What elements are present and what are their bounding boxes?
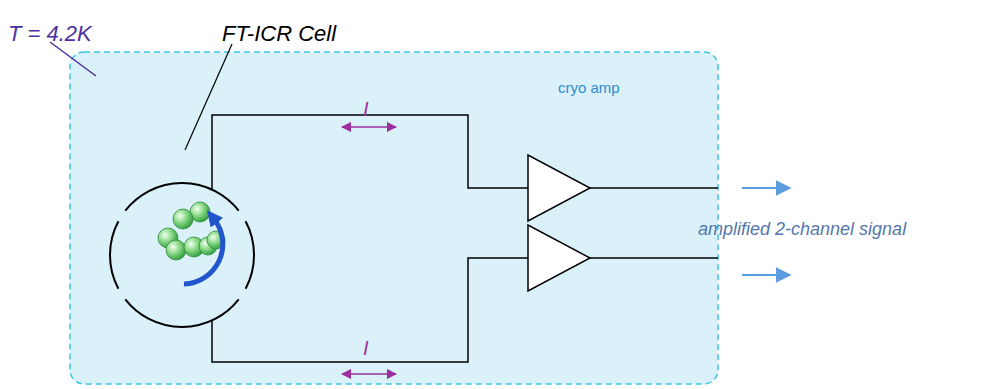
amplifier-symbol bbox=[528, 155, 590, 291]
current-label: I bbox=[363, 337, 369, 359]
output-arrow bbox=[742, 274, 790, 276]
leader-line bbox=[185, 44, 232, 150]
rotation-arrow bbox=[184, 219, 223, 284]
leader-line bbox=[50, 42, 96, 76]
part-name: FT-ICR Cell bbox=[222, 22, 336, 46]
current-arrow bbox=[342, 373, 396, 375]
ion-cloud bbox=[158, 202, 225, 260]
signal-label: amplified 2-channel signal bbox=[698, 220, 906, 240]
cryo-region bbox=[70, 52, 718, 384]
icr-cell-electrodes bbox=[110, 183, 254, 327]
temperature-label: T = 4.2K bbox=[8, 22, 92, 46]
output-arrow bbox=[742, 187, 790, 189]
current-label: I bbox=[363, 98, 369, 120]
current-arrow bbox=[342, 126, 396, 128]
section-label: cryo amp bbox=[558, 80, 620, 97]
wire bbox=[212, 115, 718, 362]
